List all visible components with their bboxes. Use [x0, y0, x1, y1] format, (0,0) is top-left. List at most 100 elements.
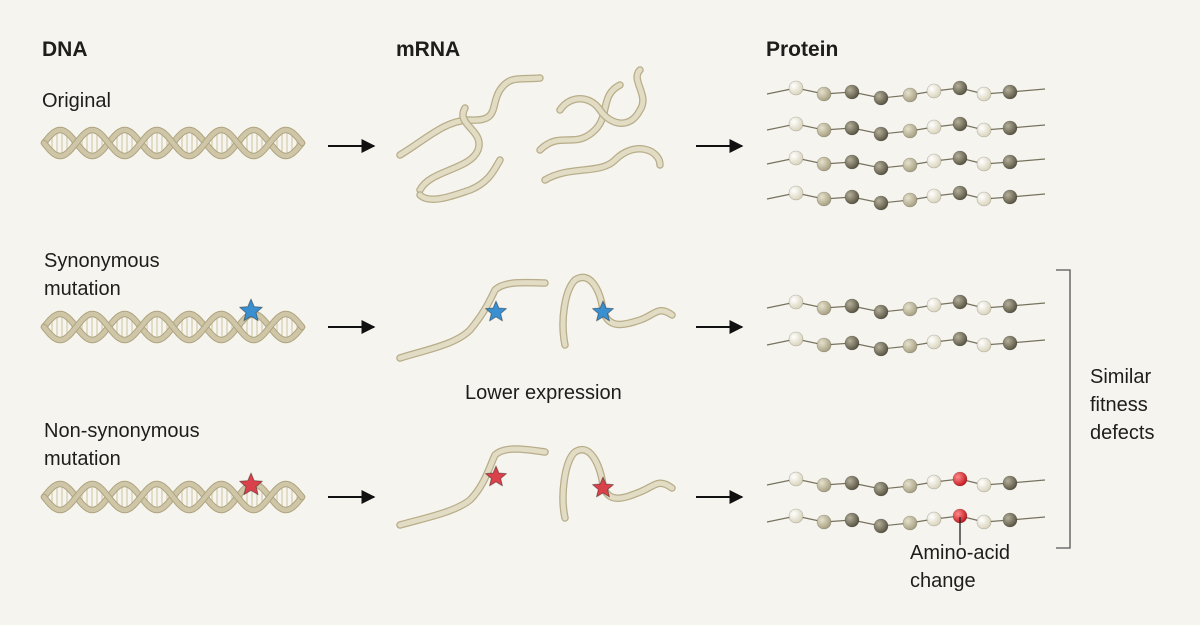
mrna-original-5	[556, 66, 647, 127]
synonymous-protein-chain-2	[766, 331, 1046, 357]
amino-acid-bead	[976, 156, 992, 172]
amino-acid-bead	[816, 156, 832, 172]
synonymous-dna-helix	[40, 298, 306, 344]
nonsynonymous-protein-chain-1	[766, 471, 1046, 497]
dna-header: DNA	[42, 38, 88, 61]
dna-column	[40, 126, 306, 514]
amino-acid-bead	[844, 189, 860, 205]
amino-acid-bead	[976, 514, 992, 530]
amino-acid-change-note: Amino-acid change	[910, 542, 1011, 592]
original-protein-chain-3	[766, 150, 1046, 176]
amino-acid-bead	[926, 83, 942, 99]
amino-acid-bead	[816, 300, 832, 316]
mrna-synonymous-2	[559, 273, 676, 349]
mrna-synonymous-1	[396, 278, 549, 362]
amino-acid-bead	[952, 116, 968, 132]
amino-acid-bead	[1002, 475, 1018, 491]
arrows	[328, 139, 744, 504]
amino-acid-bead	[952, 80, 968, 96]
amino-acid-bead	[844, 335, 860, 351]
mrna-synonymous-star-icon-2	[592, 300, 614, 322]
amino-acid-bead	[902, 301, 918, 317]
amino-acid-bead	[873, 195, 889, 211]
original-protein-chain-4	[766, 185, 1046, 211]
amino-acid-bead	[976, 191, 992, 207]
amino-acid-bead	[902, 338, 918, 354]
amino-acid-bead	[816, 337, 832, 353]
amino-acid-bead	[1002, 120, 1018, 136]
amino-acid-bead	[844, 120, 860, 136]
nonsynonymous-protein-chain-2	[766, 508, 1046, 534]
amino-acid-bead	[902, 123, 918, 139]
mrna-header: mRNA	[396, 38, 461, 61]
amino-acid-bead	[902, 478, 918, 494]
synonymous-label: Synonymous mutation	[44, 250, 160, 300]
fitness-bracket	[1056, 269, 1071, 549]
amino-acid-bead	[788, 185, 804, 201]
dna-synonymous-star-icon	[239, 298, 263, 322]
protein-column	[766, 80, 1046, 534]
mrna-column	[396, 66, 676, 529]
amino-acid-bead	[873, 518, 889, 534]
mrna-original-4	[536, 81, 624, 154]
amino-acid-bead	[788, 508, 804, 524]
amino-acid-bead	[873, 126, 889, 142]
protein-header: Protein	[766, 38, 839, 61]
amino-acid-bead	[952, 331, 968, 347]
mrna-original-1	[396, 74, 544, 159]
mrna-nonsynonymous-2	[559, 445, 676, 522]
amino-acid-bead	[952, 150, 968, 166]
mrna-original-6	[541, 145, 664, 184]
amino-acid-bead	[1002, 189, 1018, 205]
amino-acid-bead	[873, 90, 889, 106]
amino-acid-bead	[926, 474, 942, 490]
amino-acid-bead	[976, 337, 992, 353]
amino-acid-bead	[844, 84, 860, 100]
original-protein-chain-1	[766, 80, 1046, 106]
amino-acid-bead	[816, 122, 832, 138]
dna-nonsynonymous-star-icon	[239, 472, 263, 496]
similar-fitness-defects-label: Similar fitness defects	[1090, 366, 1155, 444]
amino-acid-bead	[873, 160, 889, 176]
amino-acid-bead	[816, 514, 832, 530]
amino-acid-bead	[926, 511, 942, 527]
original-dna-helix	[40, 126, 306, 160]
amino-acid-bead	[788, 150, 804, 166]
amino-acid-bead	[1002, 84, 1018, 100]
original-label: Original	[42, 90, 111, 112]
amino-acid-bead	[926, 153, 942, 169]
amino-acid-bead	[788, 116, 804, 132]
amino-acid-bead	[788, 294, 804, 310]
amino-acid-bead	[816, 477, 832, 493]
amino-acid-bead	[952, 294, 968, 310]
amino-acid-bead	[788, 471, 804, 487]
amino-acid-bead	[788, 331, 804, 347]
amino-acid-bead	[926, 188, 942, 204]
amino-acid-bead	[976, 300, 992, 316]
amino-acid-bead	[873, 341, 889, 357]
amino-acid-bead	[902, 515, 918, 531]
changed-amino-acid-bead	[952, 471, 968, 487]
amino-acid-bead	[873, 481, 889, 497]
amino-acid-bead	[816, 86, 832, 102]
amino-acid-bead	[844, 154, 860, 170]
amino-acid-bead	[788, 80, 804, 96]
mrna-synonymous-star-icon-1	[485, 300, 507, 322]
amino-acid-bead	[976, 86, 992, 102]
mrna-nonsynonymous-star-icon-2	[592, 476, 614, 498]
amino-acid-bead	[873, 304, 889, 320]
amino-acid-bead	[1002, 298, 1018, 314]
amino-acid-bead	[976, 122, 992, 138]
amino-acid-bead	[902, 192, 918, 208]
amino-acid-bead	[952, 185, 968, 201]
mrna-nonsynonymous-star-icon-1	[485, 465, 507, 487]
amino-acid-bead	[902, 87, 918, 103]
nonsynonymous-label: Non-synonymous mutation	[44, 420, 200, 470]
amino-acid-bead	[844, 298, 860, 314]
amino-acid-bead	[926, 297, 942, 313]
original-protein-chain-2	[766, 116, 1046, 142]
amino-acid-bead	[1002, 154, 1018, 170]
amino-acid-bead	[844, 475, 860, 491]
